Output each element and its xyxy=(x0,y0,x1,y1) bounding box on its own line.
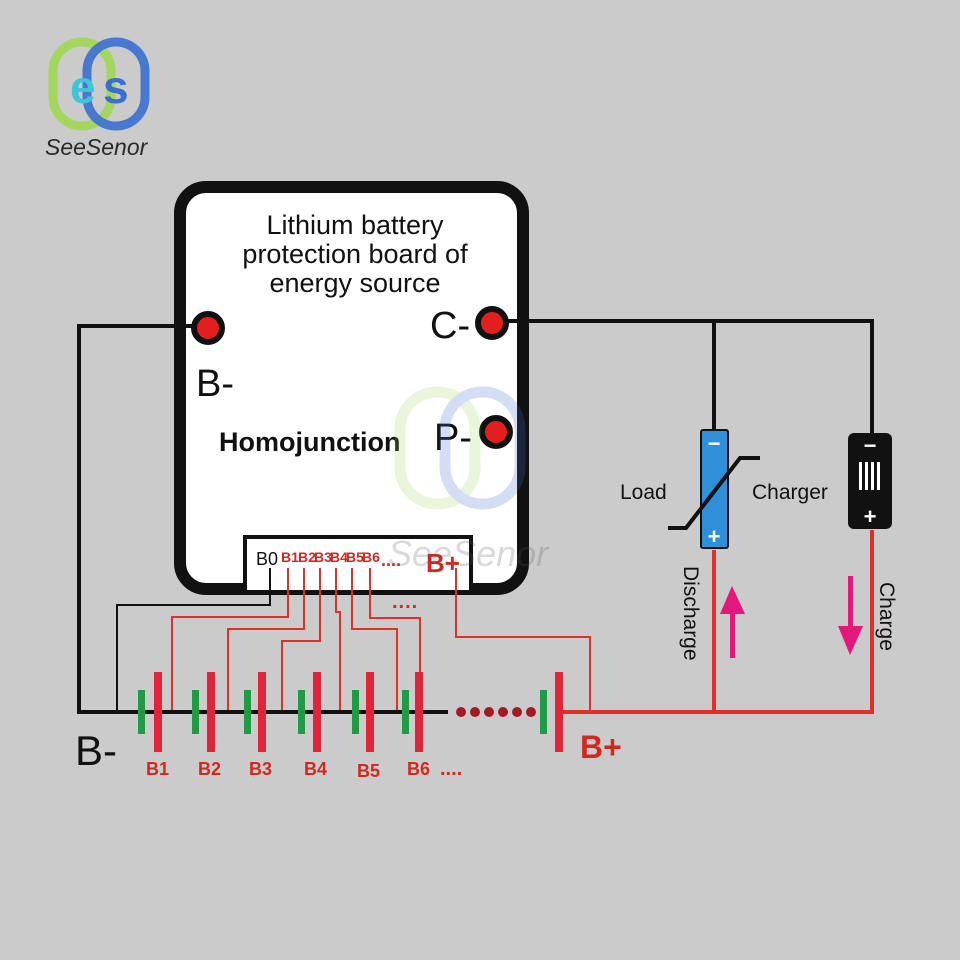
pack-wire-red xyxy=(560,530,874,714)
battery-pack: B- B+ B1 B2 B3 B4 B5 B6 .... xyxy=(75,530,874,781)
discharge-arrow xyxy=(720,586,745,658)
cell-2-positive-plate xyxy=(207,672,215,752)
cell-4-negative-plate xyxy=(298,690,305,734)
terminal-b-minus xyxy=(191,311,225,345)
wire-b1 xyxy=(171,568,289,712)
terminal-p-minus xyxy=(479,415,513,449)
cell-5-positive-plate xyxy=(366,672,374,752)
board-title-line-1: Lithium battery xyxy=(266,210,444,240)
cell-2 xyxy=(192,672,215,752)
brand-name: SeeSenor xyxy=(45,134,149,160)
pin-b5-label: B5 xyxy=(346,549,364,565)
cell-4 xyxy=(298,672,321,752)
cell-label-b4: B4 xyxy=(304,759,327,779)
charge-arrow xyxy=(838,576,863,655)
cell-label-b5: B5 xyxy=(357,761,380,781)
terminal-c-minus xyxy=(475,306,509,340)
logo-ring-green xyxy=(48,37,116,131)
terminal-b-minus-label: B- xyxy=(196,363,234,405)
pack-b-minus-label: B- xyxy=(75,727,117,774)
cell-4-positive-plate xyxy=(313,672,321,752)
cell-label-b2: B2 xyxy=(198,759,221,779)
load-minus-sign: − xyxy=(708,431,721,456)
charger-plus-sign: + xyxy=(864,504,877,529)
wire-b-plus-sense xyxy=(455,568,591,712)
watermark-text: SeeSenor xyxy=(388,533,550,574)
cell-1-negative-plate xyxy=(138,690,145,734)
cell-label-b6: B6 xyxy=(407,759,430,779)
balance-connector xyxy=(243,535,473,594)
cell-1-positive-plate xyxy=(154,672,162,752)
balance-wires xyxy=(171,568,591,712)
load-label: Load xyxy=(620,481,667,504)
logo-ring-blue xyxy=(82,37,150,131)
wire-b2 xyxy=(227,568,305,712)
load-variable-symbol xyxy=(668,456,760,530)
discharge-label: Discharge xyxy=(679,566,702,661)
pin-b2-label: B2 xyxy=(298,549,316,565)
charger: − + Charger xyxy=(752,433,892,529)
wire-b-minus xyxy=(77,324,195,714)
pin-more-label: .... xyxy=(381,550,401,570)
cell-6-positive-plate xyxy=(415,672,423,752)
charger-body xyxy=(848,433,892,529)
charger-label: Charger xyxy=(752,481,828,504)
wire-b6 xyxy=(369,568,421,712)
cell-5 xyxy=(352,672,374,752)
cell-last-negative-plate xyxy=(540,690,547,734)
board-title-line-2: protection board of xyxy=(242,239,468,269)
cell-3-negative-plate xyxy=(244,690,251,734)
watermark-ring-green xyxy=(394,386,481,510)
logo-letter-e: e xyxy=(70,61,96,113)
seesenor-logo: e s SeeSenor xyxy=(45,37,150,160)
cell-5-negative-plate xyxy=(352,690,359,734)
pin-b3-label: B3 xyxy=(314,549,332,565)
pin-b-plus-label: B+ xyxy=(426,548,460,578)
cell-3 xyxy=(244,672,266,752)
cell-3-positive-plate xyxy=(258,672,266,752)
cell-last-positive-plate xyxy=(555,672,563,752)
pin-b0-label: B0 xyxy=(256,549,278,569)
cell-label-b1: B1 xyxy=(146,759,169,779)
pin-b1-label: B1 xyxy=(281,549,299,565)
charger-stripes xyxy=(859,462,880,490)
wire-c-minus xyxy=(505,319,874,435)
wire-b0 xyxy=(116,568,271,712)
cell-label-more: .... xyxy=(440,758,462,780)
board-title-line-3: energy source xyxy=(269,268,440,298)
sense-wire-dots: .... xyxy=(392,591,418,613)
pin-b6-label: B6 xyxy=(362,549,380,565)
charge-label: Charge xyxy=(875,582,898,651)
cell-last xyxy=(540,672,563,752)
cell-6 xyxy=(402,672,423,752)
watermark: SeeSenor xyxy=(388,386,550,574)
black-wires xyxy=(77,319,874,714)
watermark-ring-blue xyxy=(439,386,526,510)
ellipsis-dots xyxy=(456,707,536,717)
terminal-c-minus-label: C- xyxy=(430,305,470,347)
cell-2-negative-plate xyxy=(192,690,199,734)
charger-minus-sign: − xyxy=(864,433,877,458)
wire-b4 xyxy=(335,568,341,712)
logo-letter-s: s xyxy=(103,61,129,113)
load: − + Load xyxy=(620,429,760,549)
load-plus-sign: + xyxy=(708,524,721,549)
pack-b-plus-label: B+ xyxy=(580,729,622,765)
homojunction-label: Homojunction xyxy=(219,427,400,457)
pin-b4-label: B4 xyxy=(330,549,348,565)
cell-1 xyxy=(138,672,162,752)
cell-label-b3: B3 xyxy=(249,759,272,779)
wire-b3 xyxy=(281,568,321,712)
wire-b5 xyxy=(351,568,398,712)
terminal-p-minus-label: P- xyxy=(434,417,472,459)
cell-6-negative-plate xyxy=(402,690,409,734)
